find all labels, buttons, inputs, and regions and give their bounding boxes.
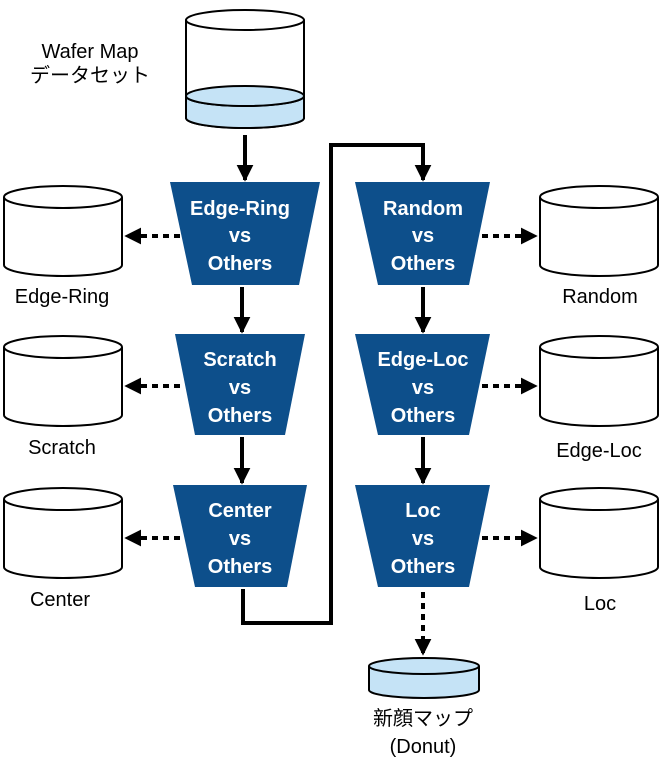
stage-center: Center vs Others [173, 485, 307, 587]
stage-loc-line3: Others [391, 556, 455, 578]
stage-edge-loc-line1: Edge-Loc [377, 349, 468, 371]
output-cylinder-edge-loc [539, 335, 659, 427]
stage-center-line3: Others [208, 556, 272, 578]
output-cylinder-loc [539, 487, 659, 579]
dataset-label-line2: データセット [30, 64, 150, 87]
new-map-label-line2: (Donut) [390, 736, 457, 758]
stage-edge-ring: Edge-Ring vs Others [170, 182, 320, 285]
stage-loc-line2: vs [412, 528, 434, 550]
new-map-label-line1: 新顔マップ [373, 707, 473, 730]
output-label-edge-loc: Edge-Loc [556, 440, 642, 462]
output-label-random: Random [562, 286, 638, 308]
stage-edge-ring-line2: vs [229, 225, 251, 247]
dataset-label-line1: Wafer Map [41, 41, 138, 63]
flow-connector-center-to-random [241, 143, 432, 625]
stage-random-line3: Others [391, 253, 455, 275]
output-label-loc: Loc [584, 593, 616, 615]
stage-scratch-line3: Others [208, 405, 272, 427]
stage-edge-loc-line2: vs [412, 377, 434, 399]
stage-edge-ring-line3: Others [208, 253, 272, 275]
output-cylinder-edge-ring [3, 185, 123, 277]
stage-scratch-line1: Scratch [203, 349, 276, 371]
stage-scratch: Scratch vs Others [175, 334, 305, 435]
new-map-cylinder [368, 657, 480, 699]
dataset-cylinder [185, 9, 305, 129]
stage-center-line1: Center [208, 500, 272, 522]
stage-edge-loc-line3: Others [391, 405, 455, 427]
output-cylinder-scratch [3, 335, 123, 427]
output-label-scratch: Scratch [28, 437, 96, 459]
stage-scratch-line2: vs [229, 377, 251, 399]
stage-loc: Loc vs Others [355, 485, 490, 587]
output-cylinder-center [3, 487, 123, 579]
stage-edge-loc: Edge-Loc vs Others [355, 334, 490, 435]
output-label-edge-ring: Edge-Ring [15, 286, 110, 308]
stage-edge-ring-line1: Edge-Ring [190, 198, 290, 220]
stage-center-line2: vs [229, 528, 251, 550]
output-label-center: Center [30, 589, 90, 611]
stage-random-line1: Random [383, 198, 463, 220]
output-cylinder-random [539, 185, 659, 277]
stage-random-line2: vs [412, 225, 434, 247]
stage-random: Random vs Others [355, 182, 490, 285]
stage-loc-line1: Loc [405, 500, 441, 522]
